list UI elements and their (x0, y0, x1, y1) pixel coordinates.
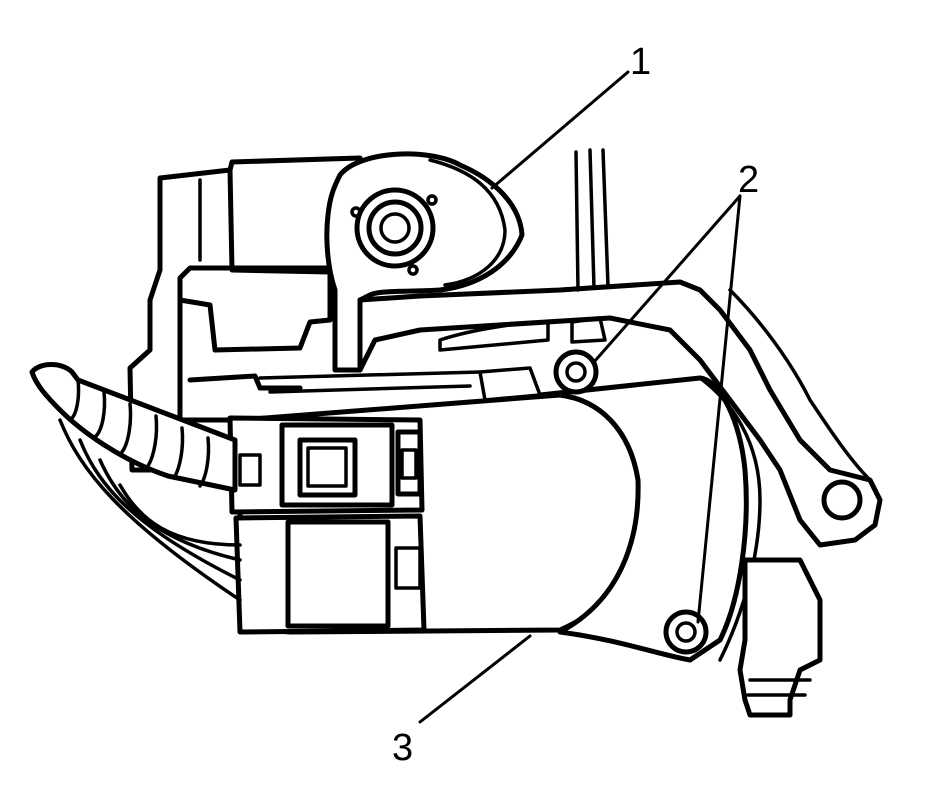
solenoid-connectors (227, 415, 427, 635)
callout-3: 3 (392, 727, 413, 769)
wiring-harness (29, 362, 242, 602)
mounting-bolt-lower (663, 609, 709, 655)
callout-2: 2 (738, 159, 759, 201)
fuel-lines (574, 148, 610, 292)
mounting-bolt-upper (553, 349, 599, 395)
leader-lines (418, 70, 742, 724)
callout-1: 1 (630, 41, 651, 83)
mounting-bracket (324, 151, 525, 373)
brace-arm (357, 279, 883, 548)
